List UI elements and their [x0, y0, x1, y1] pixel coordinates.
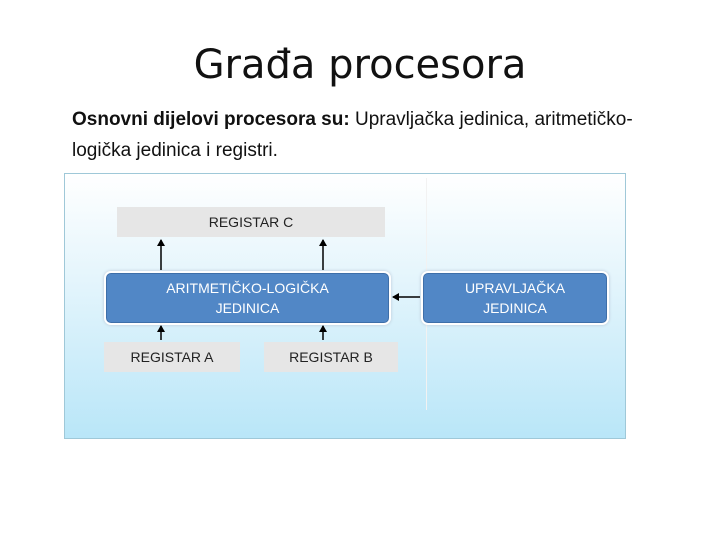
- alu-label-line2: JEDINICA: [215, 300, 280, 316]
- register-a-label: REGISTAR A: [130, 349, 214, 365]
- control-unit-box: UPRAVLJAČKA JEDINICA: [423, 273, 607, 323]
- control-unit-label-line2: JEDINICA: [483, 300, 547, 316]
- intro-bold: Osnovni dijelovi procesora su:: [72, 109, 350, 130]
- alu-label-line1: ARITMETIČKO-LOGIČKA: [166, 280, 329, 296]
- intro-paragraph: Osnovni dijelovi procesora su: Upravljač…: [72, 104, 672, 166]
- register-a-box: REGISTAR A: [104, 342, 240, 372]
- register-c-label: REGISTAR C: [208, 214, 294, 230]
- register-b-box: REGISTAR B: [264, 342, 398, 372]
- slide-title: Građa procesora: [193, 42, 527, 88]
- control-unit-label-line1: UPRAVLJAČKA: [464, 280, 566, 296]
- register-b-label: REGISTAR B: [289, 349, 373, 365]
- register-c-box: REGISTAR C: [117, 207, 385, 237]
- alu-box: ARITMETIČKO-LOGIČKA JEDINICA: [106, 273, 389, 323]
- intro-text: Upravljačka jedinica, aritmetičko-logičk…: [72, 109, 633, 161]
